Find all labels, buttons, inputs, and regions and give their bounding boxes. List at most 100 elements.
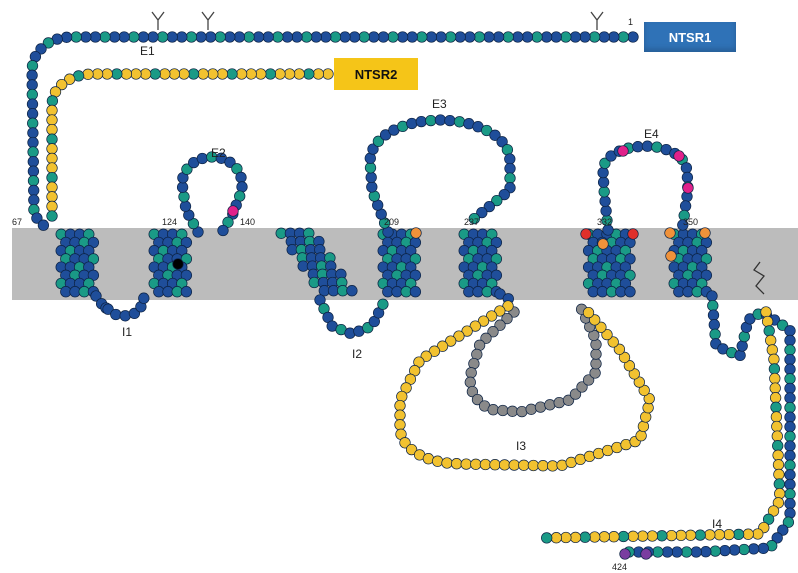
ntsr2-residue bbox=[665, 529, 678, 542]
red-residue bbox=[580, 228, 592, 240]
magenta-residue bbox=[673, 150, 685, 162]
ntsr2-residue bbox=[235, 68, 248, 80]
ntsr1-residue bbox=[138, 292, 150, 304]
ntsr2-residue bbox=[91, 68, 104, 80]
glycosylation-site-icon bbox=[201, 11, 215, 30]
ntsr2-residue bbox=[178, 68, 190, 80]
ntsr2-residue bbox=[245, 68, 257, 80]
ntsr1-residue bbox=[224, 156, 236, 168]
ntsr2-residue bbox=[508, 459, 520, 471]
ntsr2-residue bbox=[638, 384, 650, 397]
ntsr2-residue bbox=[623, 360, 636, 372]
ntsr2-residue bbox=[768, 353, 780, 365]
ntsr2-residue bbox=[303, 68, 315, 80]
ntsr2-residue bbox=[394, 409, 406, 421]
ntsr2-residue bbox=[63, 73, 76, 85]
ntsr1-residue bbox=[784, 421, 796, 433]
residue-number-424: 424 bbox=[612, 562, 628, 572]
helix-residue bbox=[180, 286, 193, 298]
ntsr1-residue bbox=[31, 212, 43, 224]
ntsr1-residue bbox=[26, 88, 38, 101]
ntsr1-residue bbox=[300, 31, 313, 43]
residue-number-237: 237 bbox=[464, 217, 480, 227]
ntsr2-residue bbox=[582, 306, 595, 319]
ntsr1-residue bbox=[181, 163, 193, 175]
ntsr2-residue bbox=[675, 529, 687, 542]
ntsr1-residue bbox=[425, 31, 438, 43]
ntsr2-residue bbox=[120, 68, 133, 80]
orange-residue bbox=[665, 250, 677, 262]
ntsr1-residue bbox=[468, 212, 480, 225]
ntsr1-residue bbox=[27, 175, 40, 187]
purple-residue bbox=[640, 548, 652, 560]
ntsr1-residue bbox=[784, 363, 796, 375]
ntsr2-residue bbox=[569, 531, 582, 544]
ntsr2-residue bbox=[762, 513, 775, 525]
ntsr1-residue bbox=[80, 31, 92, 43]
ntsr1-residue bbox=[680, 546, 693, 558]
ntsr2-residue bbox=[420, 350, 432, 362]
ntsr2-residue bbox=[431, 455, 444, 467]
break-mark-icon bbox=[753, 261, 765, 295]
label-e1: E1 bbox=[140, 44, 155, 58]
ntsr1-residue bbox=[502, 31, 514, 43]
deleted-residue bbox=[590, 358, 602, 370]
ntsr1-residue bbox=[377, 298, 389, 310]
ntsr1-residue bbox=[597, 176, 610, 188]
residue-number-332: 332 bbox=[597, 217, 613, 227]
ntsr1-residue bbox=[339, 31, 351, 43]
ntsr1-residue bbox=[521, 31, 534, 43]
ntsr1-residue bbox=[608, 31, 620, 43]
ntsr2-residue bbox=[773, 478, 785, 490]
deleted-residue bbox=[516, 405, 528, 418]
ntsr2-residue bbox=[46, 123, 58, 136]
ntsr1-residue bbox=[27, 146, 39, 158]
ntsr1-residue bbox=[680, 162, 693, 174]
ntsr2-residue bbox=[46, 104, 58, 117]
ntsr1-residue bbox=[501, 144, 514, 156]
ntsr1-residue bbox=[235, 171, 247, 184]
ntsr1-residue bbox=[435, 31, 447, 43]
chain-line bbox=[369, 119, 511, 233]
ntsr1-residue bbox=[358, 31, 370, 43]
magenta-residue bbox=[682, 182, 694, 194]
ntsr1-residue bbox=[504, 172, 516, 184]
ntsr2-residue bbox=[216, 68, 229, 80]
ntsr2-residue bbox=[405, 443, 418, 456]
ntsr2-residue bbox=[589, 314, 601, 326]
deleted-residue bbox=[464, 376, 476, 388]
ntsr1-residue bbox=[102, 303, 114, 315]
ntsr1-residue bbox=[498, 188, 510, 201]
deleted-residue bbox=[590, 348, 602, 360]
ntsr2-residue bbox=[101, 68, 113, 80]
ntsr2-residue bbox=[207, 68, 219, 80]
ntsr2-residue bbox=[460, 458, 472, 470]
ntsr1-residue bbox=[700, 546, 712, 558]
ntsr2-residue bbox=[618, 351, 631, 364]
ntsr1-residue bbox=[204, 31, 217, 43]
ntsr2-residue bbox=[264, 68, 277, 80]
ntsr2-residue bbox=[627, 530, 639, 542]
ntsr2-residue bbox=[742, 528, 754, 540]
ntsr1-residue bbox=[736, 340, 748, 352]
ntsr1-residue bbox=[281, 31, 294, 43]
chain-line bbox=[51, 73, 328, 217]
ntsr1-residue bbox=[454, 31, 466, 43]
ntsr2-residue bbox=[46, 162, 58, 174]
ntsr1-residue bbox=[320, 31, 332, 43]
ntsr1-residue bbox=[27, 165, 40, 177]
ntsr1-residue bbox=[26, 69, 38, 81]
ntsr1-residue bbox=[784, 334, 796, 347]
ntsr1-residue bbox=[627, 31, 639, 43]
ntsr1-residue bbox=[599, 195, 611, 207]
label-i1: I1 bbox=[122, 325, 133, 339]
ntsr2-residue bbox=[771, 430, 783, 442]
ntsr1-residue bbox=[42, 37, 55, 49]
ntsr1-residue bbox=[310, 31, 322, 43]
ntsr2-residue bbox=[763, 325, 775, 337]
helix-residue bbox=[346, 285, 358, 297]
ntsr2-residue bbox=[537, 460, 549, 472]
ntsr1-residue bbox=[179, 200, 192, 212]
ntsr1-residue bbox=[597, 166, 609, 179]
ntsr1-residue bbox=[652, 546, 664, 558]
